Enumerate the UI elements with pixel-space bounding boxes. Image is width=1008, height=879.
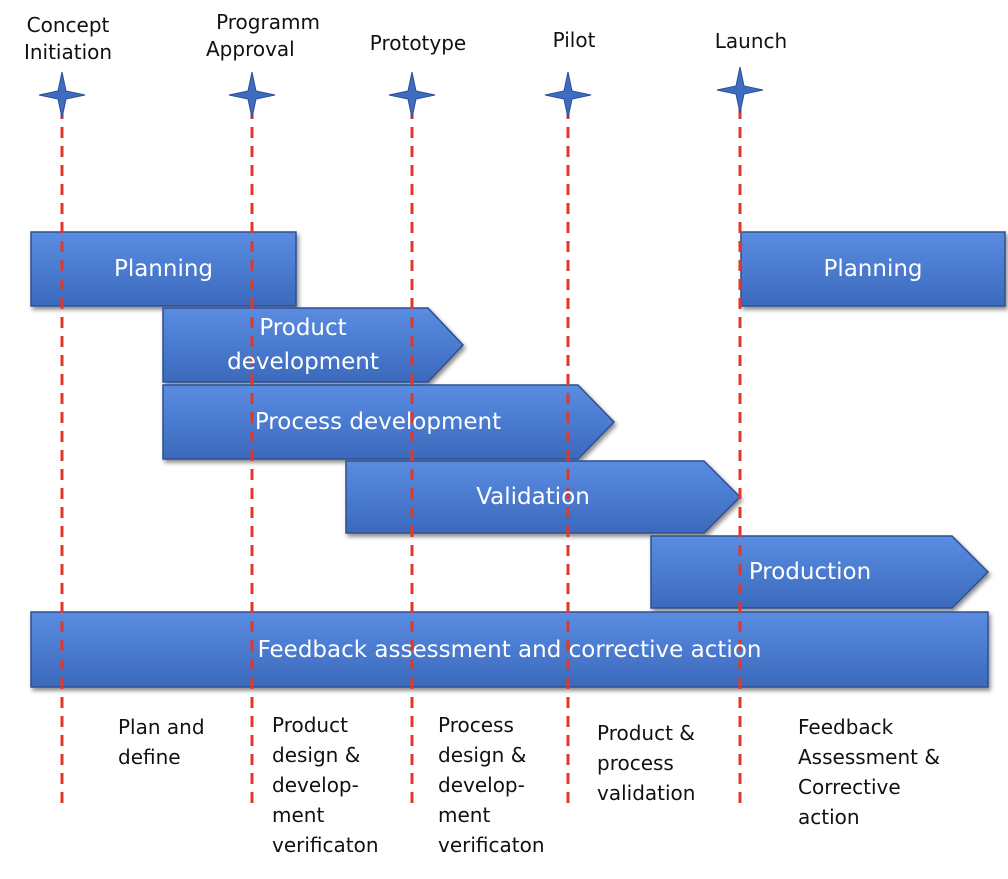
phase-label-line: ment [272,803,325,827]
bar-label-line: Product [259,315,347,341]
phase-label-line: Assessment & [798,745,940,769]
phase-label-line: Product [272,713,348,737]
bar-label-line: development [227,349,379,375]
bar-planning-left-label: Planning [31,232,296,306]
milestone-label-concept-initiation: Concept Initiation [12,12,124,66]
bar-feedback [30,611,989,688]
milestone-label-line: Initiation [23,40,113,64]
bar-label-line: Planning [113,256,214,282]
phase-label-line: develop- [272,773,359,797]
milestone-label-programm-approval: Programm Approval [200,9,336,63]
bar-planning-right-label: Planning [741,232,1005,306]
phase-label-process-design: Process design & develop- ment verificat… [438,710,545,860]
milestone-star-icon [388,71,436,119]
milestone-label-prototype: Prototype [354,30,482,57]
bar-label-line: Process development [254,409,502,435]
phase-label-line: action [798,805,860,829]
phase-label-line: Feedback [798,715,894,739]
phase-label-line: design & [438,743,527,767]
phase-label-line: design & [272,743,361,767]
milestone-label-pilot: Pilot [534,27,614,54]
milestone-star-icon [228,71,276,119]
milestone-label-line: Launch [714,29,788,53]
phase-label-line: Plan and [118,715,205,739]
phase-label-line: define [118,745,181,769]
phase-label-line: verificaton [438,833,545,857]
phase-label-line: Process [438,713,514,737]
bar-production-label: Production [651,536,969,608]
phase-label-line: ment [438,803,491,827]
milestone-label-line: Programm [216,10,320,34]
phase-label-line: verificaton [272,833,379,857]
phase-label-line: Corrective [798,775,901,799]
bar-process-development-label: Process development [163,385,593,459]
bar-label-line: Feedback assessment and corrective actio… [257,636,762,663]
phase-label-line: validation [597,781,696,805]
phase-label-line: process [597,751,674,775]
milestone-star-icon [544,71,592,119]
bar-label-line: Production [748,559,872,585]
bar-label-line: Validation [476,484,590,510]
bar-production [650,535,990,609]
bar-product-development-label: Product development [163,308,443,382]
phase-label-feedback-assessment: Feedback Assessment & Corrective action [798,712,940,832]
bar-process-development [162,384,616,460]
milestone-label-line: Pilot [552,28,596,52]
bar-validation-label: Validation [346,461,720,533]
milestone-star-icon [38,71,86,119]
bar-label-line: Planning [823,256,923,282]
phase-label-line: develop- [438,773,525,797]
bar-product-development [162,307,465,383]
phase-label-product-process-validation: Product & process validation [597,718,695,808]
bar-validation [345,460,742,534]
milestone-star-icon [716,66,764,114]
milestone-label-line: Concept [26,13,110,37]
phase-label-product-design: Product design & develop- ment verificat… [272,710,379,860]
milestone-label-launch: Launch [696,28,806,55]
phase-label-plan-define: Plan and define [118,712,205,772]
milestone-label-line: Prototype [369,31,467,55]
phase-label-line: Product & [597,721,695,745]
milestone-label-line: Approval [206,37,295,61]
bar-feedback-label: Feedback assessment and corrective actio… [31,612,988,687]
